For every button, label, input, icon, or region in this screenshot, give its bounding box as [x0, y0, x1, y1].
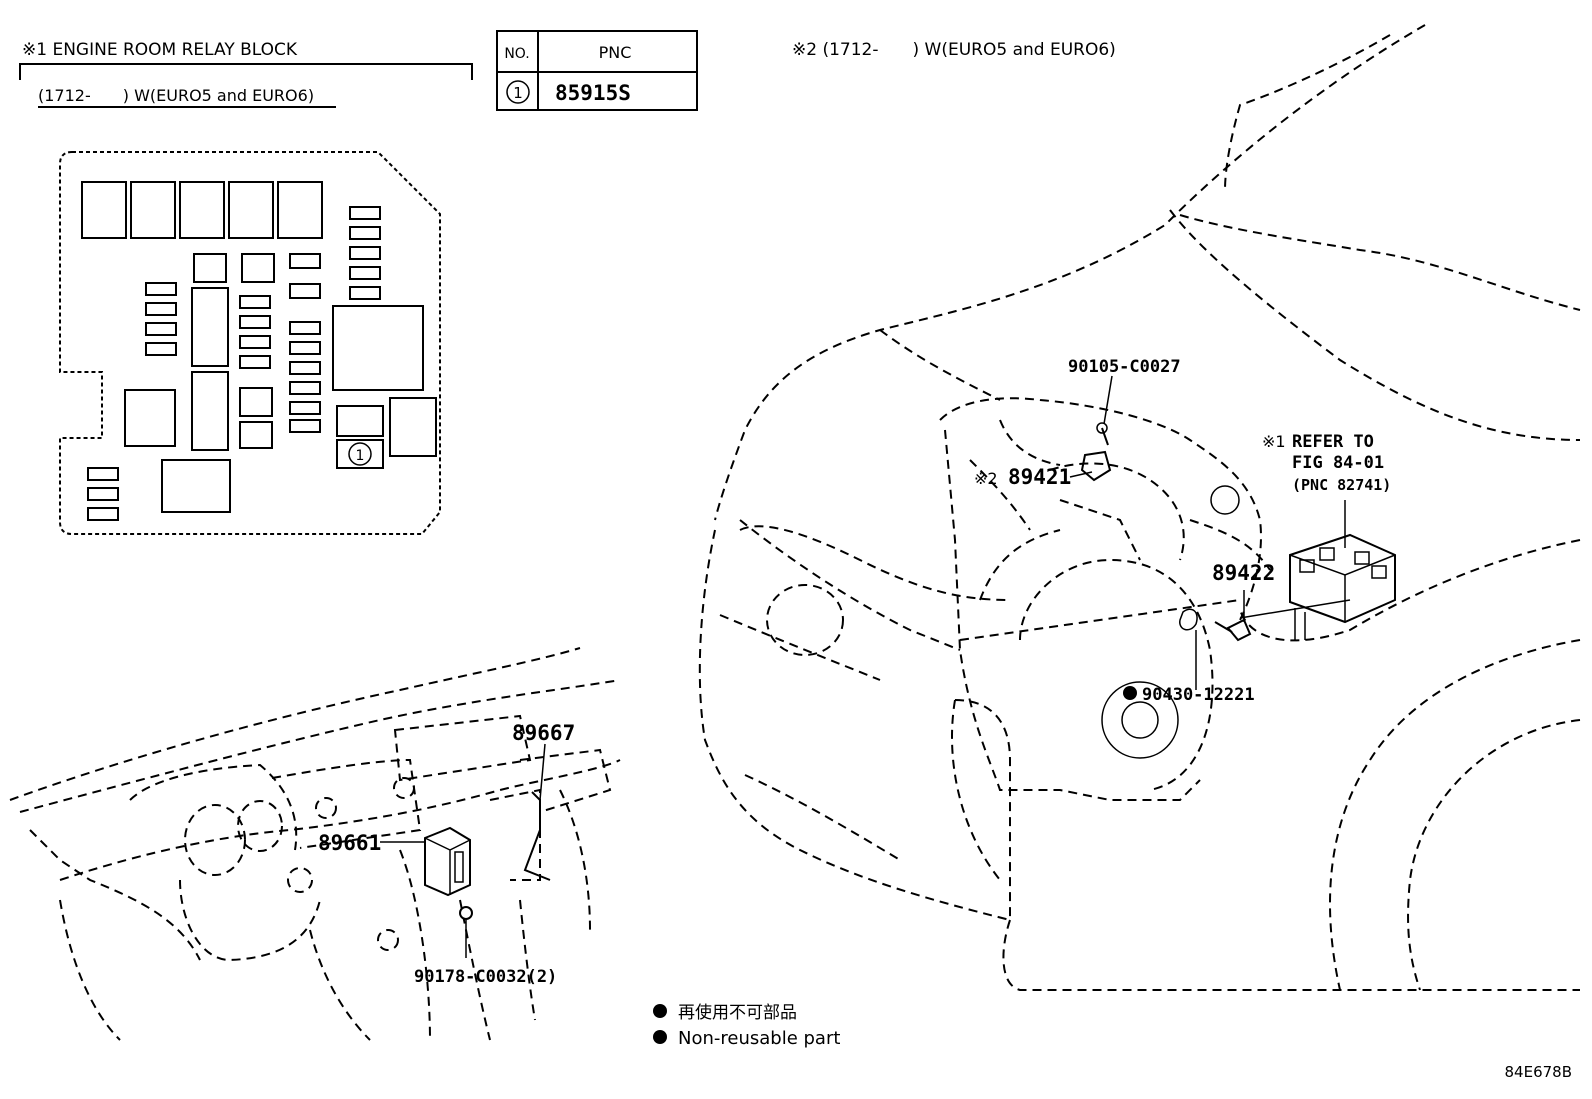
leader-89421 [1069, 471, 1093, 478]
non-reusable-dot-90430 [1123, 686, 1137, 700]
callout-refer-mark: ※1 [1262, 432, 1286, 451]
callout-90178-C0032: 90178-C0032(2) [414, 967, 557, 987]
engine-assembly [939, 397, 1271, 801]
pnc-table-row-pnc: 85915S [555, 81, 631, 105]
pnc-table: NO. PNC 1 85915S [496, 30, 698, 111]
engine-relay-box [1289, 533, 1396, 640]
callout-89421: 89421 [1008, 465, 1071, 489]
callout-refer-line1: REFER TO [1292, 432, 1374, 452]
pnc-table-row-no: 1 [513, 84, 523, 102]
leader-89667 [539, 743, 546, 801]
legend: 再使用不可部品 Non-reusable part [653, 1002, 840, 1049]
leader-90105 [1103, 375, 1113, 425]
callout-90430-12221: 90430-12221 [1142, 685, 1255, 705]
bracket-89667 [523, 791, 551, 881]
relay-block-title: ※1 ENGINE ROOM RELAY BLOCK [22, 40, 298, 60]
leader-refer-2 [1239, 599, 1351, 619]
callout-89421-mark: ※2 [974, 469, 998, 488]
vehicle-front-outline [698, 24, 1581, 991]
legend-en: Non-reusable part [678, 1028, 840, 1049]
engine-note: ※2 (1712- ) W(EURO5 and EURO6) [792, 40, 1116, 60]
callout-89661: 89661 [318, 831, 381, 855]
callout-refer-line3: (PNC 82741) [1292, 476, 1391, 494]
callout-refer-line2: FIG 84-01 [1292, 453, 1384, 473]
legend-dot-en [653, 1030, 667, 1044]
relay-marker-1: 1 [356, 448, 365, 464]
legend-dot-jp [653, 1004, 667, 1018]
callout-89422: 89422 [1212, 561, 1275, 585]
relay-block-subtitle: (1712- ) W(EURO5 and EURO6) [38, 86, 314, 105]
legend-jp: 再使用不可部品 [678, 1002, 797, 1023]
callout-89667: 89667 [512, 721, 575, 745]
screw-90178 [459, 906, 473, 920]
relay-block-bracket [19, 63, 473, 80]
pnc-table-no-header: NO. [504, 46, 529, 62]
callout-90105-C0027: 90105-C0027 [1068, 357, 1181, 377]
pnc-table-pnc-header: PNC [599, 43, 632, 62]
relay-block-drawing: 1 [59, 151, 441, 535]
figure-id: 84E678B [1505, 1063, 1573, 1081]
ecu-module [424, 826, 471, 897]
